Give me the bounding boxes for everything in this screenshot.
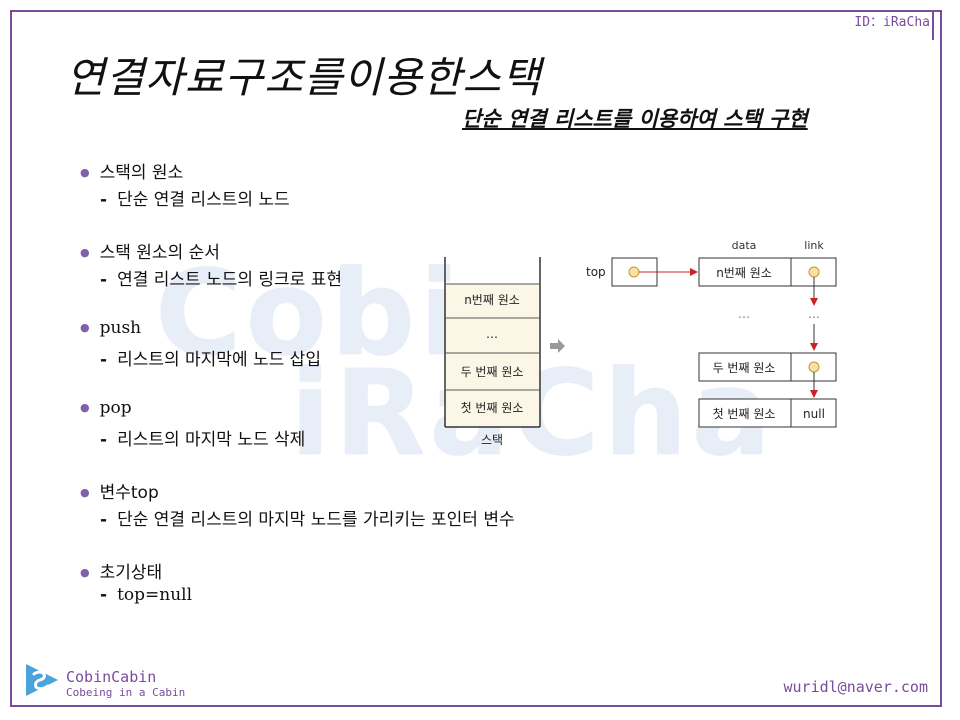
bullet-dot-icon: ● [80, 321, 90, 334]
stack-linked-list-diagram: n번째 원소 … 두 번째 원소 첫 번째 원소 스택 data link to… [444, 239, 837, 447]
stack-cell-text: 두 번째 원소 [461, 365, 524, 379]
dash-icon: - [100, 190, 108, 210]
bullet-dot-icon: ● [80, 486, 90, 499]
author-id: ID：iRaCha [854, 15, 930, 30]
dash-icon: - [100, 350, 108, 370]
bullet-detail: 단순 연결 리스트의 노드 [117, 190, 290, 210]
frame-accent-line [932, 10, 934, 40]
stack-fill [446, 284, 539, 426]
slide-title: 연결자료구조를이용한스택 [66, 53, 542, 102]
bullet-label: 스택의 원소 [99, 163, 184, 183]
bullet-label: pop [99, 398, 132, 418]
node-data-text: 첫 번째 원소 [713, 407, 776, 421]
ellipsis-text: … [738, 307, 750, 321]
stack-cell-text: … [486, 327, 498, 341]
node-data-text: 두 번째 원소 [713, 361, 776, 375]
dash-icon: - [100, 510, 108, 530]
brand-name: CobinCabin [66, 668, 157, 686]
link-circle-icon [808, 266, 820, 278]
top-label: top [586, 265, 606, 279]
bullet-label: 스택 원소의 순서 [99, 243, 220, 263]
bullet-dot-icon: ● [80, 566, 90, 579]
stack-label: 스택 [481, 433, 503, 447]
pointer-circle-icon [628, 266, 640, 278]
bullet-dot-icon: ● [80, 246, 90, 259]
transform-arrow-icon [550, 339, 565, 353]
stack-figure: n번째 원소 … 두 번째 원소 첫 번째 원소 스택 [444, 257, 541, 447]
dash-icon: - [100, 270, 108, 290]
bullet-detail: top=null [117, 585, 193, 605]
bullet-detail: 연결 리스트 노드의 링크로 표현 [117, 270, 342, 290]
header-data: data [732, 239, 757, 252]
bullet-label: 초기상태 [99, 563, 163, 583]
bullet-detail: 단순 연결 리스트의 마지막 노드를 가리키는 포인터 변수 [117, 510, 515, 530]
brand-tagline: Cobeing in a Cabin [66, 686, 186, 699]
ellipsis-text: … [808, 307, 820, 321]
bullet-detail: 리스트의 마지막에 노드 삽입 [117, 350, 321, 370]
node-box [698, 398, 837, 428]
bullet-label: push [99, 318, 142, 338]
bullet-dot-icon: ● [80, 401, 90, 414]
dash-icon: - [100, 585, 108, 605]
node-data-text: n번째 원소 [716, 266, 772, 280]
bullet-detail: 리스트의 마지막 노드 삭제 [117, 430, 306, 450]
cobincabin-logo-icon [26, 664, 58, 696]
header-link: link [804, 239, 824, 252]
link-circle-icon [808, 361, 820, 373]
slide-frame [10, 10, 942, 707]
node-link-text: null [803, 407, 825, 421]
slide-subtitle: 단순 연결 리스트를 이용하여 스택 구현 [462, 107, 808, 131]
stack-cell-text: n번째 원소 [464, 293, 520, 307]
bullet-dot-icon: ● [80, 166, 90, 179]
dash-icon: - [100, 430, 108, 450]
stack-cell-text: 첫 번째 원소 [461, 401, 524, 415]
contact-email: wuridl@naver.com [783, 678, 929, 696]
bullet-label: 변수top [99, 483, 159, 503]
